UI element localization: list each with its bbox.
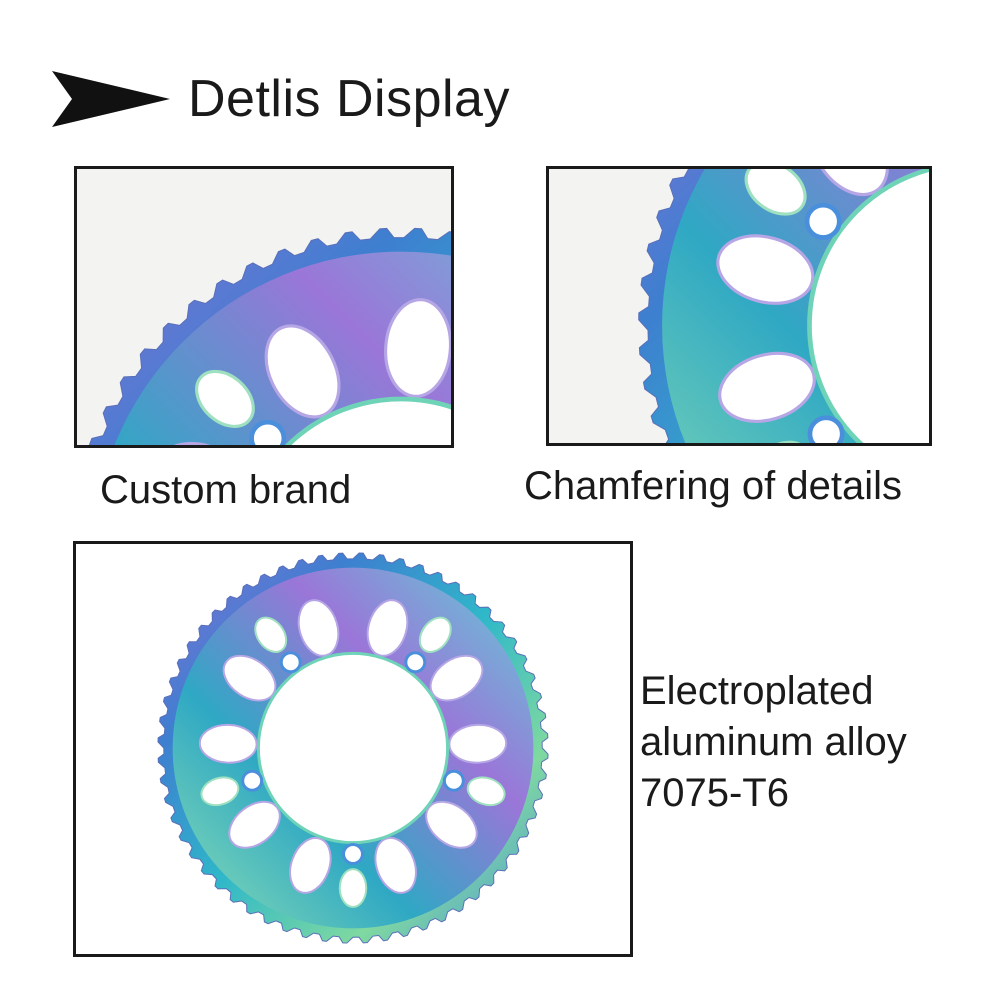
custom-brand-photo [74,166,454,448]
material-line-2: aluminum alloy [640,720,907,764]
chamfering-caption: Chamfering of details [524,464,902,508]
section-header: Detlis Display [52,66,510,132]
full-chainring-photo [73,541,633,957]
material-line-3: 7075-T6 [640,771,789,815]
material-description: Electroplated aluminum alloy 7075-T6 [640,666,907,819]
chamfering-photo [546,166,932,446]
custom-brand-caption: Custom brand [100,468,352,512]
chainring-full-graphic [157,552,549,944]
chainring-closeup-graphic [88,227,451,445]
arrowhead-icon [52,71,170,127]
chainring-chamfer-graphic [638,169,929,443]
section-title: Detlis Display [188,70,510,128]
material-line-1: Electroplated [640,669,874,713]
